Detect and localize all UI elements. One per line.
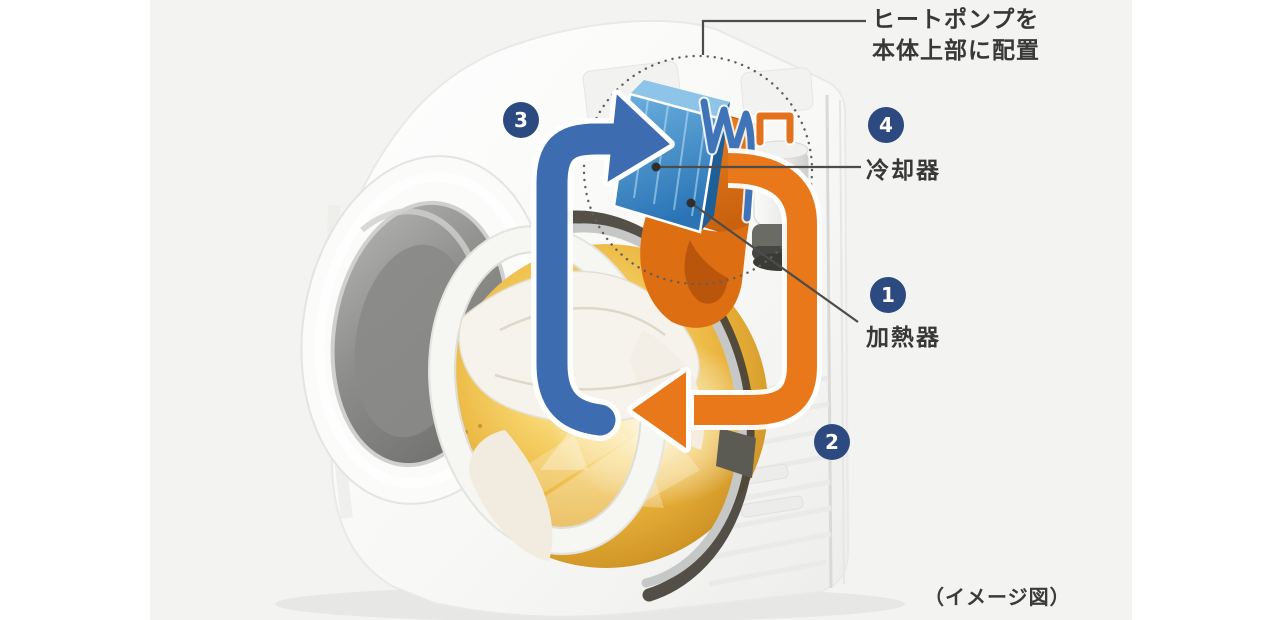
drum-rim-dark <box>548 210 755 602</box>
leader-dot-cooler <box>651 162 661 172</box>
drum-bracket <box>716 428 756 478</box>
cold-air-arrow <box>531 89 675 441</box>
hot-air-arrow <box>627 148 822 453</box>
heat-pump-dotted-circle <box>582 54 814 286</box>
leader-line-heater <box>690 202 859 323</box>
refrigerant-pipe-orange <box>756 112 794 146</box>
leader-line-heat-pump <box>701 19 866 55</box>
leader-dot-heater <box>686 198 696 208</box>
leader-lines <box>656 19 866 323</box>
drum-rim-silver <box>553 223 747 588</box>
